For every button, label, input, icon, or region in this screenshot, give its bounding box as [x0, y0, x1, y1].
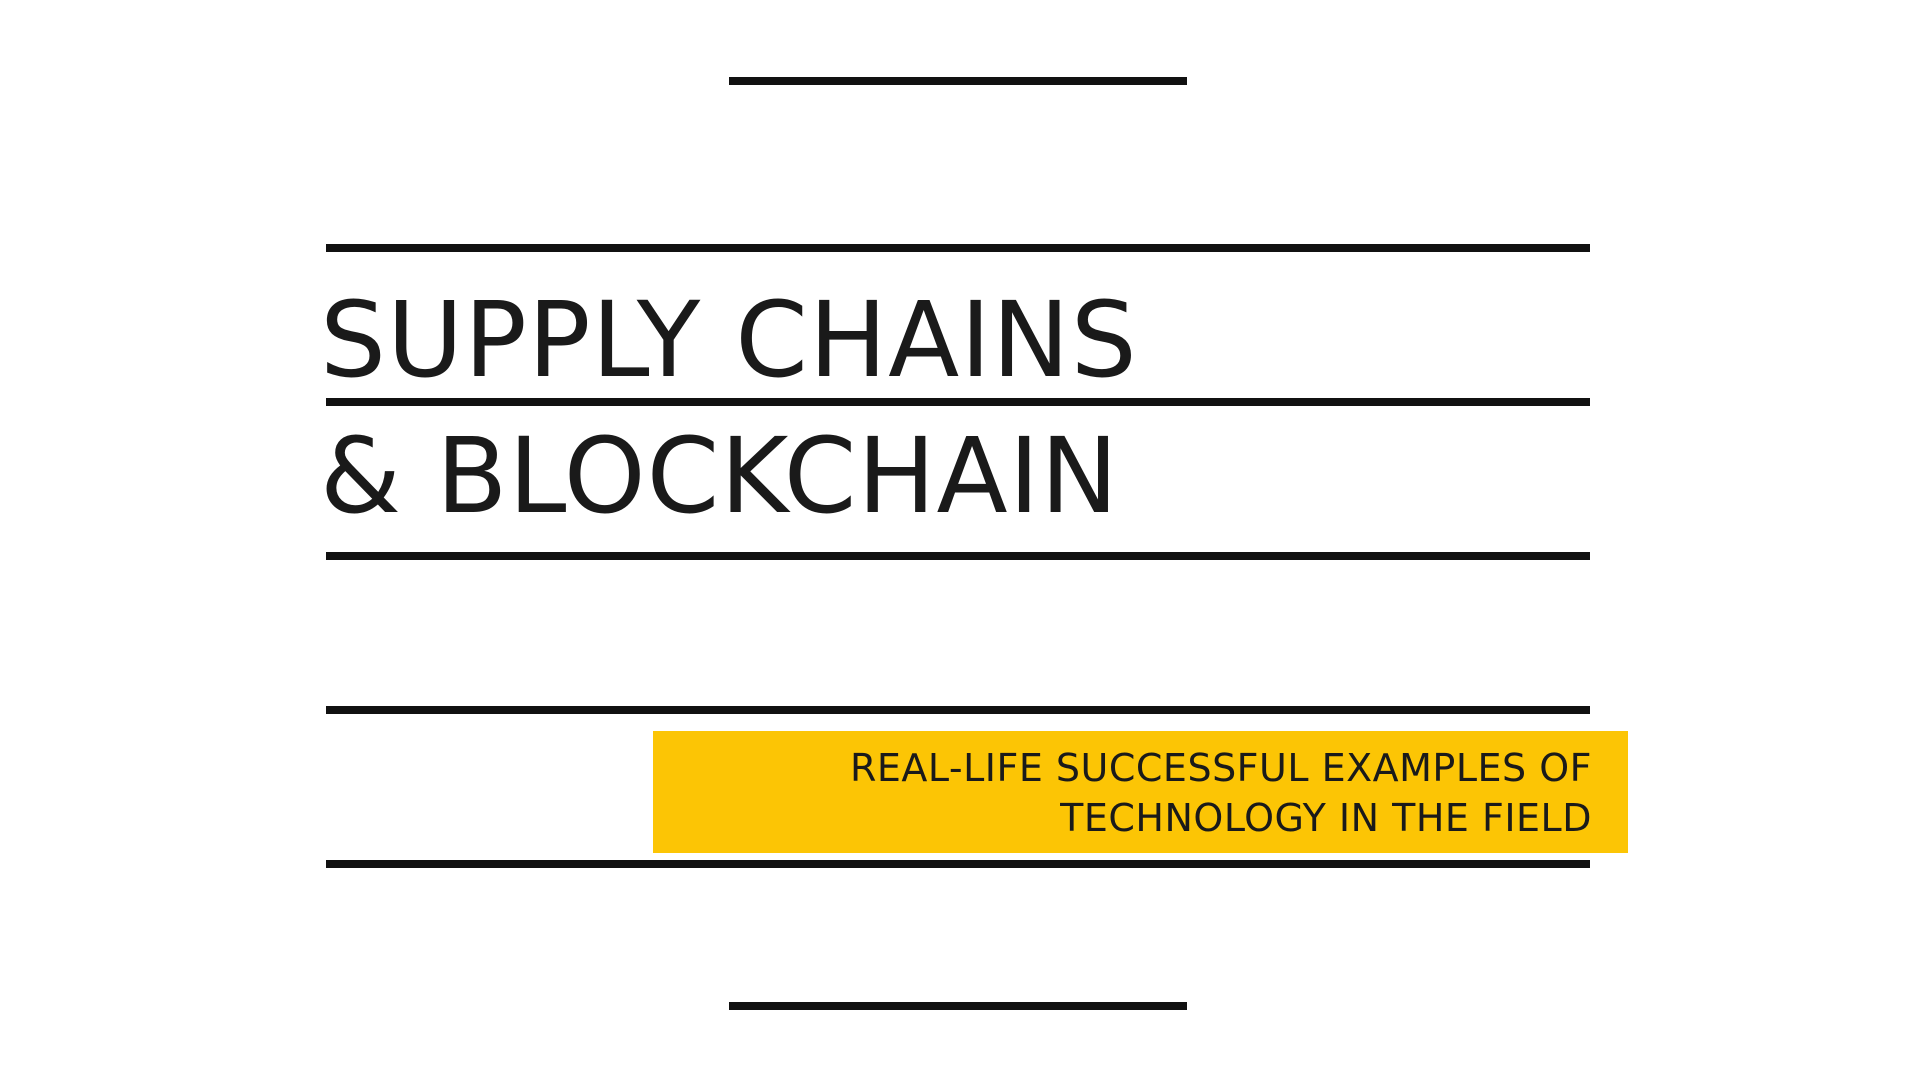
bottom-short-rule: [729, 1002, 1187, 1010]
title-line-1: SUPPLY CHAINS: [320, 279, 1138, 401]
subtitle-line-2: TECHNOLOGY IN THE FIELD: [1060, 796, 1592, 840]
subtitle-bottom-rule: [326, 860, 1590, 868]
title-top-rule: [326, 244, 1590, 252]
title-middle-rule: [326, 398, 1590, 406]
subtitle-line-1: REAL-LIFE SUCCESSFUL EXAMPLES OF: [849, 746, 1592, 790]
subtitle-top-rule: [326, 706, 1590, 714]
subtitle-highlight-box: REAL-LIFE SUCCESSFUL EXAMPLES OF TECHNOL…: [653, 731, 1628, 853]
top-short-rule: [729, 77, 1187, 85]
title-bottom-rule: [326, 552, 1590, 560]
title-line-2: & BLOCKCHAIN: [320, 415, 1120, 537]
